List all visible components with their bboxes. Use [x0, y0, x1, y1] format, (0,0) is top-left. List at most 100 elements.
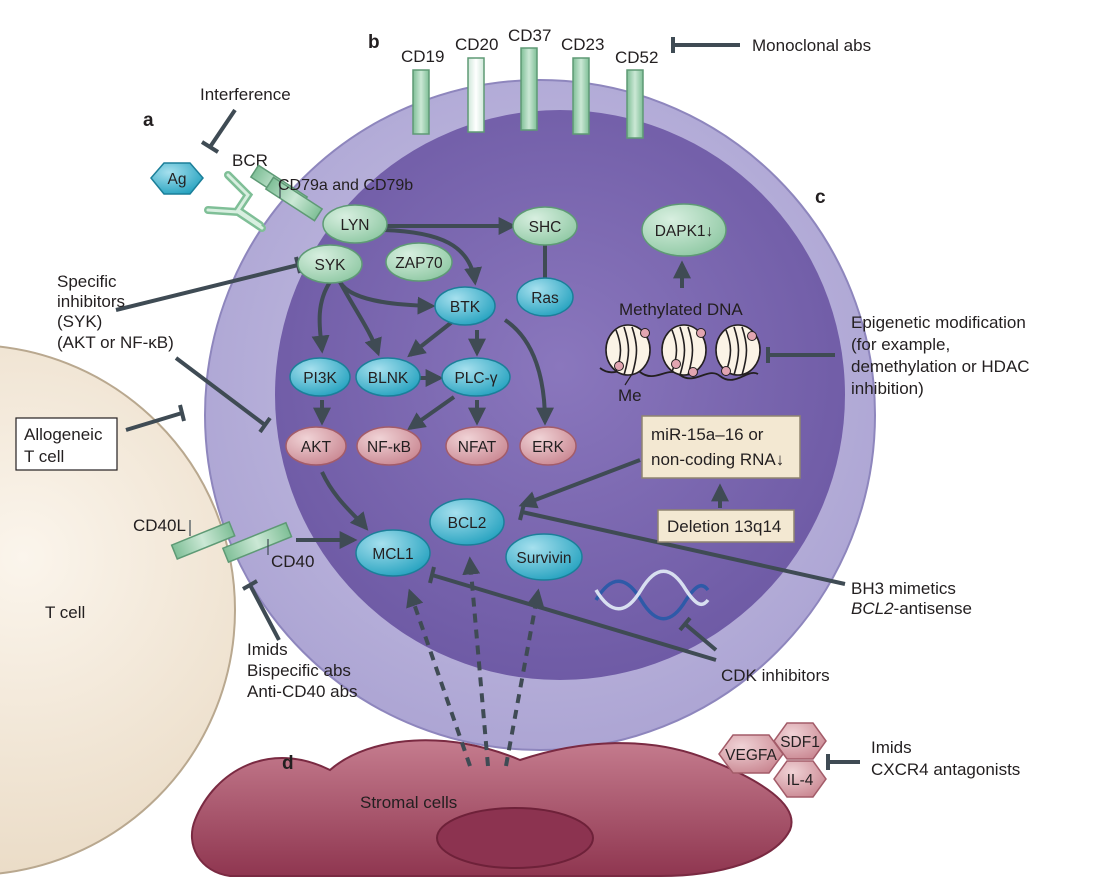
- survivin-node: [505, 533, 583, 581]
- monoclonal-abs-label: Monoclonal abs: [752, 36, 871, 55]
- dapk1-node: [641, 203, 727, 257]
- methylated-dna: Methylated DNA Me: [599, 300, 761, 405]
- marker-cd23: CD23: [561, 35, 604, 54]
- antigen-hexagon: [150, 162, 204, 195]
- mirna-line2: non-coding RNA↓: [651, 450, 784, 469]
- cd40-label: CD40: [271, 552, 314, 571]
- cd52-marker: [626, 69, 644, 139]
- right-annotations: Epigenetic modification (for example, de…: [721, 313, 1030, 685]
- marker-cd20: CD20: [455, 35, 498, 54]
- lyn-node: [322, 204, 388, 244]
- erk-node: [519, 426, 577, 466]
- bcl2-label: BCL2: [448, 515, 487, 532]
- ras-label: Ras: [531, 290, 559, 307]
- nfkb-node: [356, 426, 422, 466]
- mirna-box: miR-15a–16 or non-coding RNA↓: [641, 415, 801, 479]
- panel-b: b: [368, 32, 380, 53]
- bcl2-antisense-suffix: -antisense: [894, 599, 972, 618]
- erk-label: ERK: [532, 439, 565, 456]
- deletion-label: Deletion 13q14: [667, 517, 781, 536]
- monoclonal-abs-inhibition: Monoclonal abs: [671, 36, 871, 55]
- nucleosome-3: [715, 324, 761, 376]
- imids-label-1: Imids: [247, 640, 288, 659]
- inhibition-lines: [115, 256, 860, 770]
- sdf1-label: SDF1: [780, 734, 820, 751]
- epigenetic-line1: Epigenetic modification: [851, 313, 1026, 332]
- cd40-therapies: Imids Bispecific abs Anti-CD40 abs: [247, 640, 358, 701]
- nfkb-label: NF-κB: [367, 439, 411, 456]
- cdk-inhibitors-label: CDK inhibitors: [721, 666, 830, 685]
- bispecific-label: Bispecific abs: [247, 661, 351, 680]
- plcg-node: [441, 357, 511, 397]
- bcl2-antisense-label: BCL2-antisense: [851, 599, 972, 618]
- lyn-label: LYN: [340, 217, 369, 234]
- cd37-marker: [520, 47, 538, 131]
- bcl2-antisense-gene: BCL2: [851, 599, 894, 618]
- cd40l-bar: [170, 520, 236, 561]
- surface-markers: CD19 CD20 CD37 CD23 CD52: [401, 26, 658, 139]
- bcr-complex: Interference Ag BCR CD79a and CD79b: [150, 85, 413, 232]
- imids-label-2: Imids: [871, 738, 912, 757]
- cd23-marker: [572, 57, 590, 135]
- il4-hexagon: [773, 760, 827, 798]
- cd19-marker: [412, 69, 430, 135]
- vegfa-label: VEGFA: [725, 747, 777, 764]
- survivin-label: Survivin: [516, 550, 571, 567]
- allogeneic-line2: T cell: [24, 447, 64, 466]
- akt-node: [285, 426, 347, 466]
- syk-label: SYK: [314, 257, 346, 274]
- cxcr4-label: CXCR4 antagonists: [871, 760, 1020, 779]
- cd79-label: CD79a and CD79b: [278, 177, 413, 194]
- mirna-line1: miR-15a–16 or: [651, 425, 764, 444]
- dna-helix-icon: [594, 569, 710, 621]
- zap70-label: ZAP70: [395, 255, 443, 272]
- epigenetic-line2: (for example,: [851, 335, 950, 354]
- btk-label: BTK: [450, 299, 481, 316]
- ras-node: [516, 277, 574, 317]
- stromal-cell: Stromal cells: [190, 739, 793, 877]
- cytokine-hexagons: SDF1 VEGFA IL-4 Imids CXCR4 antagonists: [718, 722, 1020, 798]
- stromal-signal-arrows: [406, 556, 545, 767]
- il4-label: IL-4: [787, 772, 814, 789]
- pi3k-node: [289, 357, 351, 397]
- blnk-label: BLNK: [368, 370, 409, 387]
- nfat-label: NFAT: [458, 439, 497, 456]
- nfat-node: [445, 426, 509, 466]
- pathway-nodes: LYN SYK ZAP70 SHC Ras BTK PI3K BLNK PLC-…: [285, 203, 727, 581]
- specific-inhibitors-line2: inhibitors: [57, 292, 125, 311]
- pathway-arrows: [296, 217, 729, 549]
- nucleosome-1: [605, 324, 651, 376]
- cd20-marker: [467, 57, 485, 133]
- cd40-bar: [221, 521, 293, 564]
- anti-cd40-label: Anti-CD40 abs: [247, 682, 358, 701]
- mcl1-node: [355, 529, 431, 577]
- t-cell: T cell: [0, 345, 236, 875]
- shc-node: [512, 206, 578, 246]
- btk-node: [434, 286, 496, 326]
- epigenetic-line3: demethylation or HDAC: [851, 357, 1030, 376]
- interference-label: Interference: [200, 85, 291, 104]
- cd40-interaction: CD40L CD40: [133, 516, 314, 571]
- deletion-box: Deletion 13q14: [657, 509, 795, 543]
- specific-inhibitors-line1: Specific: [57, 272, 117, 291]
- syk-node: [297, 244, 363, 284]
- cd40l-label: CD40L: [133, 516, 186, 535]
- panel-c: c: [815, 187, 826, 208]
- specific-inhibitors-line3: (SYK): [57, 312, 102, 331]
- blnk-node: [355, 357, 421, 397]
- stromal-cells-label: Stromal cells: [360, 793, 457, 812]
- me-label: Me: [618, 386, 642, 405]
- marker-cd19: CD19: [401, 47, 444, 66]
- allogeneic-line1: Allogeneic: [24, 425, 103, 444]
- mcl1-label: MCL1: [372, 546, 413, 563]
- methylated-dna-label: Methylated DNA: [619, 300, 743, 319]
- antigen-label: Ag: [168, 171, 187, 188]
- marker-cd52: CD52: [615, 48, 658, 67]
- bcl2-node: [429, 498, 505, 546]
- zap70-node: [385, 242, 453, 282]
- panel-a: a: [143, 110, 154, 131]
- marker-cd37: CD37: [508, 26, 551, 45]
- t-cell-label: T cell: [45, 603, 85, 622]
- nucleosome-2: [661, 324, 707, 377]
